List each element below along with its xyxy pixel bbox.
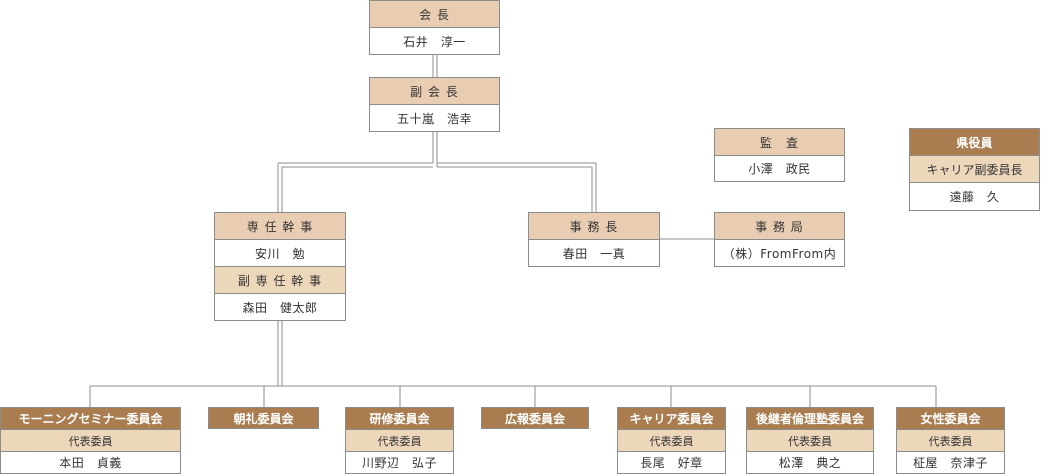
prefecture-officer-title: 県役員 — [910, 129, 1039, 156]
secretariat-name: （株）FromFrom内 — [722, 246, 837, 261]
committee-representative: 柾屋 奈津子 — [912, 456, 988, 470]
committee-representative: 川野辺 弘子 — [361, 456, 437, 470]
secretariat-title: 事 務 局 — [715, 213, 844, 240]
prefecture-officer-box: 県役員 キャリア副委員長 遠藤 久 — [909, 128, 1040, 211]
prefecture-officer-role: キャリア副委員長 — [910, 156, 1039, 183]
committee-title: 朝礼委員会 — [209, 408, 318, 428]
committee-role: 代表委員 — [747, 430, 873, 452]
committee-representative: 本田 貞義 — [59, 456, 122, 470]
vice-chairman-title: 副 会 長 — [370, 78, 499, 105]
auditor-title: 監 査 — [715, 129, 844, 156]
chairman-box: 会 長 石井 淳一 — [369, 0, 500, 55]
committee-title: 研修委員会 — [346, 408, 453, 430]
prefecture-officer-name: 遠藤 久 — [949, 190, 1000, 204]
committee-role: 代表委員 — [1, 430, 180, 452]
committee-title: 後継者倫理塾委員会 — [747, 408, 873, 430]
secretary-general-title: 事 務 長 — [529, 213, 659, 240]
committee-role: 代表委員 — [346, 430, 453, 452]
auditor-name: 小澤 政民 — [748, 162, 811, 176]
executive-secretary-name: 安川 勉 — [215, 240, 345, 267]
chairman-title: 会 長 — [370, 1, 499, 28]
auditor-box: 監 査 小澤 政民 — [714, 128, 845, 182]
executive-secretary-title: 専 任 幹 事 — [215, 213, 345, 240]
vice-chairman-name: 五十嵐 浩幸 — [396, 111, 472, 126]
committee-representative: 松澤 典之 — [778, 456, 842, 470]
secretary-general-name: 春田 一真 — [562, 246, 626, 261]
committee-role: 代表委員 — [618, 430, 725, 452]
committee-career: キャリア委員会 代表委員 長尾 好章 — [617, 407, 726, 474]
committee-successor-ethics: 後継者倫理塾委員会 代表委員 松澤 典之 — [746, 407, 874, 474]
secretariat-box: 事 務 局 （株）FromFrom内 — [714, 212, 845, 267]
vice-executive-secretary-title: 副 専 任 幹 事 — [215, 267, 345, 294]
committee-morning-assembly: 朝礼委員会 — [208, 407, 319, 429]
committee-representative: 長尾 好章 — [640, 456, 703, 470]
secretary-general-box: 事 務 長 春田 一真 — [528, 212, 660, 267]
committee-training: 研修委員会 代表委員 川野辺 弘子 — [345, 407, 454, 474]
committee-title: キャリア委員会 — [618, 408, 725, 430]
committee-role: 代表委員 — [897, 430, 1004, 452]
committee-morning-seminar: モーニングセミナー委員会 代表委員 本田 貞義 — [0, 407, 181, 474]
chairman-name: 石井 淳一 — [403, 34, 466, 49]
vice-executive-secretary-name: 森田 健太郎 — [242, 300, 318, 315]
committee-public-relations: 広報委員会 — [481, 407, 589, 429]
executive-secretary-box: 専 任 幹 事 安川 勉 副 専 任 幹 事 森田 健太郎 — [214, 212, 346, 321]
vice-chairman-box: 副 会 長 五十嵐 浩幸 — [369, 77, 500, 132]
committee-title: 女性委員会 — [897, 408, 1004, 430]
committee-title: モーニングセミナー委員会 — [1, 408, 180, 430]
committee-title: 広報委員会 — [482, 408, 588, 428]
committee-women: 女性委員会 代表委員 柾屋 奈津子 — [896, 407, 1005, 474]
